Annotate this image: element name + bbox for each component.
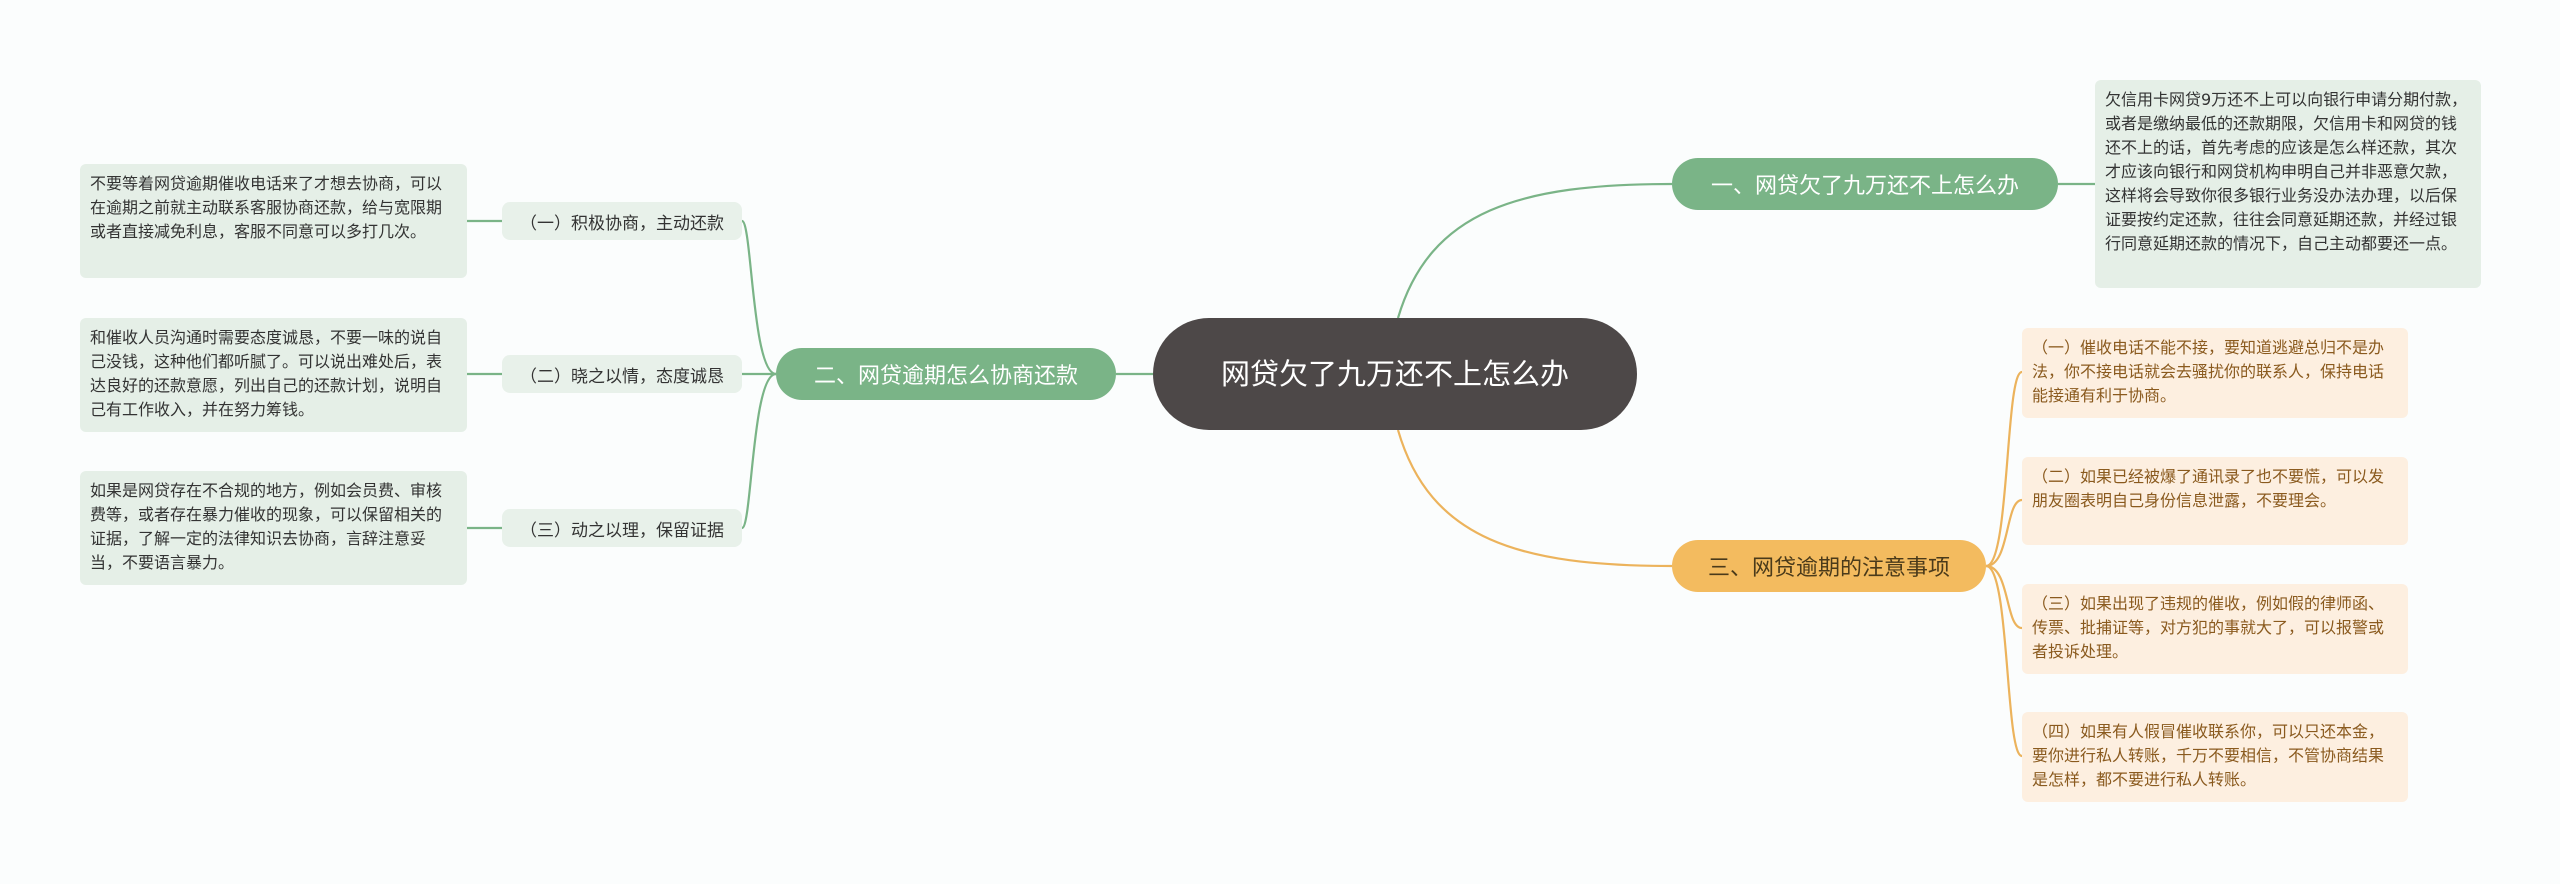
branch-2-sub-1-detail[interactable]: 不要等着网贷逾期催收电话来了才想去协商，可以在逾期之前就主动联系客服协商还款，给…	[80, 164, 467, 278]
branch-1-topic[interactable]: 一、网贷欠了九万还不上怎么办	[1672, 158, 2058, 210]
branch-1-label: 一、网贷欠了九万还不上怎么办	[1710, 174, 2019, 199]
branch-2-sub-3-label: （三）动之以理，保留证据	[520, 520, 724, 541]
root-topic[interactable]: 网贷欠了九万还不上怎么办	[1153, 318, 1637, 430]
branch-2-sub-1-detail-text: 不要等着网贷逾期催收电话来了才想去协商，可以在逾期之前就主动联系客服协商还款，给…	[90, 174, 443, 241]
branch-2-sub-1-label: （一）积极协商，主动还款	[520, 213, 724, 234]
branch-2-label: 二、网贷逾期怎么协商还款	[813, 364, 1078, 389]
branch-3-item-4[interactable]: （四）如果有人假冒催收联系你，可以只还本金，要你进行私人转账，千万不要相信，不管…	[2022, 712, 2408, 802]
branch-3-label: 三、网贷逾期的注意事项	[1707, 556, 1950, 581]
branch-1-detail-text: 欠信用卡网贷9万还不上可以向银行申请分期付款，或者是缴纳最低的还款期限，欠信用卡…	[2105, 90, 2468, 253]
connector-branch3-leaf1	[1985, 370, 2023, 568]
connector-branch2-sub1	[740, 219, 777, 376]
branch-1-detail[interactable]: 欠信用卡网贷9万还不上可以向银行申请分期付款，或者是缴纳最低的还款期限，欠信用卡…	[2095, 80, 2481, 288]
connector-branch3-leaf4	[1985, 564, 2023, 758]
branch-2-sub-2-label: （二）晓之以情，态度诚恳	[520, 366, 724, 387]
branch-2-sub-3[interactable]: （三）动之以理，保留证据	[502, 509, 742, 547]
branch-2-sub-2-detail[interactable]: 和催收人员沟通时需要态度诚恳，不要一味的说自己没钱，这种他们都听腻了。可以说出难…	[80, 318, 467, 432]
branch-2-sub-2-detail-text: 和催收人员沟通时需要态度诚恳，不要一味的说自己没钱，这种他们都听腻了。可以说出难…	[90, 328, 443, 419]
branch-3-item-1[interactable]: （一）催收电话不能不接，要知道逃避总归不是办法，你不接电话就会去骚扰你的联系人，…	[2022, 328, 2408, 418]
branch-2-sub-3-detail[interactable]: 如果是网贷存在不合规的地方，例如会员费、审核费等，或者存在暴力催收的现象，可以保…	[80, 471, 467, 585]
branch-3-item-2-text: （二）如果已经被爆了通讯录了也不要慌，可以发朋友圈表明自己身份信息泄露，不要理会…	[2032, 467, 2385, 510]
connector-branch3-leaf3	[1985, 564, 2023, 630]
branch-2-sub-3-detail-text: 如果是网贷存在不合规的地方，例如会员费、审核费等，或者存在暴力催收的现象，可以保…	[90, 481, 443, 572]
branch-2-sub-2[interactable]: （二）晓之以情，态度诚恳	[502, 355, 742, 393]
branch-2-sub-1[interactable]: （一）积极协商，主动还款	[502, 202, 742, 240]
branch-3-item-2[interactable]: （二）如果已经被爆了通讯录了也不要慌，可以发朋友圈表明自己身份信息泄露，不要理会…	[2022, 457, 2408, 545]
branch-3-item-1-text: （一）催收电话不能不接，要知道逃避总归不是办法，你不接电话就会去骚扰你的联系人，…	[2032, 338, 2385, 405]
branch-3-topic[interactable]: 三、网贷逾期的注意事项	[1672, 540, 1986, 592]
root-topic-label: 网贷欠了九万还不上怎么办	[1220, 357, 1569, 391]
connector-root-branch1	[1396, 182, 1673, 319]
connector-branch2-sub3	[740, 372, 777, 530]
branch-3-item-4-text: （四）如果有人假冒催收联系你，可以只还本金，要你进行私人转账，千万不要相信，不管…	[2032, 722, 2385, 789]
branch-3-item-3-text: （三）如果出现了违规的催收，例如假的律师函、传票、批捕证等，对方犯的事就大了，可…	[2032, 594, 2385, 661]
connector-branch3-leaf2	[1985, 498, 2023, 568]
branch-3-item-3[interactable]: （三）如果出现了违规的催收，例如假的律师函、传票、批捕证等，对方犯的事就大了，可…	[2022, 584, 2408, 674]
connector-root-branch3	[1396, 429, 1673, 568]
branch-2-topic[interactable]: 二、网贷逾期怎么协商还款	[776, 348, 1116, 400]
